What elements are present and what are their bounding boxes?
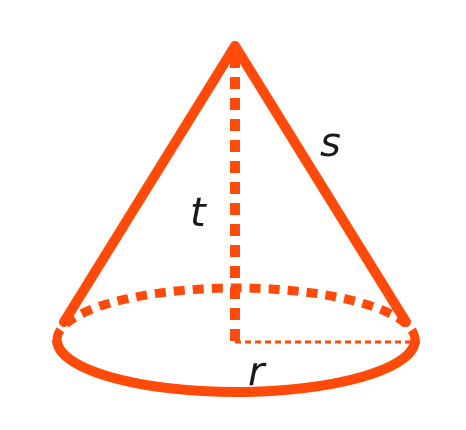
slant-height-label: s <box>320 120 341 166</box>
radius-label: r <box>248 349 267 395</box>
cone-left-side <box>59 41 240 327</box>
cone-right-side <box>230 41 411 327</box>
height-label: t <box>190 190 207 236</box>
base-front-arc <box>52 339 420 397</box>
